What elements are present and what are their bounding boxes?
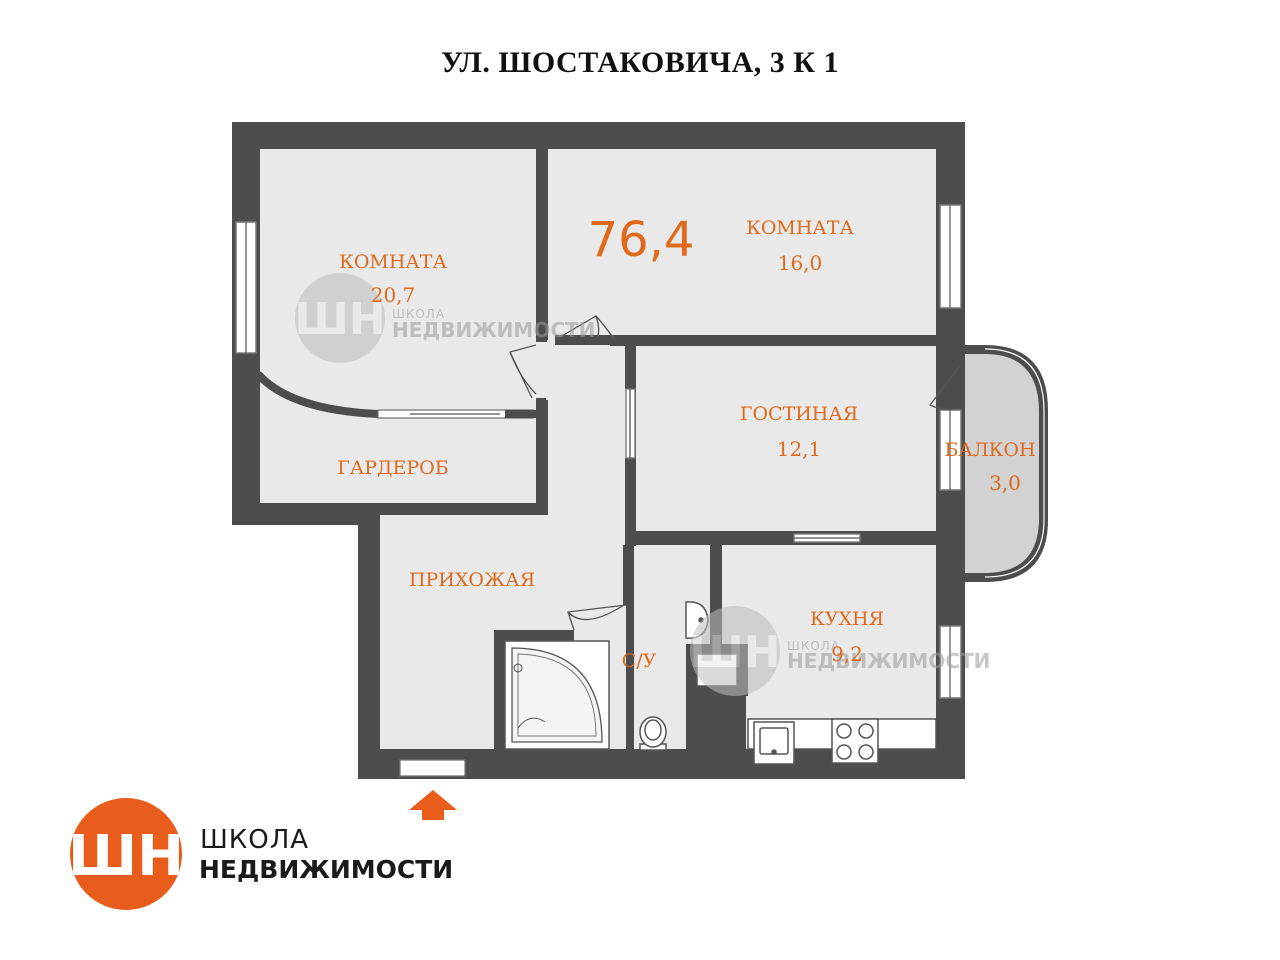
watermark-logo: ШН ШКОЛА НЕДВИЖИМОСТИ: [294, 273, 595, 363]
total-area: 76,4: [588, 212, 695, 268]
room-label: КУХНЯ: [810, 608, 884, 630]
svg-text:ШН: ШН: [294, 294, 385, 345]
svg-text:НЕДВИЖИМОСТИ: НЕДВИЖИМОСТИ: [392, 318, 595, 342]
room-area: 12,1: [777, 437, 822, 461]
svg-text:ШКОЛА: ШКОЛА: [787, 639, 840, 653]
room-area: 16,0: [778, 251, 823, 275]
room-label: С/У: [622, 650, 657, 672]
room-label: ГОСТИНАЯ: [740, 403, 858, 425]
room-labels: КОМНАТА 20,7 76,4 КОМНАТА 16,0 ГОСТИНАЯ …: [337, 212, 1035, 672]
stove-icon: [831, 718, 879, 764]
room-area: 9,2: [831, 642, 863, 666]
brand-logo: ШН ШКОЛА НЕДВИЖИМОСТИ: [68, 798, 453, 910]
windows: [235, 204, 962, 699]
kitchen-sink-icon: [753, 721, 795, 765]
room-label: ГАРДЕРОБ: [337, 457, 448, 479]
room-label: БАЛКОН: [944, 439, 1035, 461]
balcony-area: [965, 345, 1048, 582]
room-area: 3,0: [989, 471, 1021, 495]
room-area: 20,7: [371, 283, 416, 307]
logo-monogram: ШН: [68, 824, 184, 889]
doors: [255, 315, 961, 777]
svg-text:ШКОЛА: ШКОЛА: [392, 307, 445, 321]
corner-bathtub-icon: [504, 640, 610, 750]
svg-text:НЕДВИЖИМОСТИ: НЕДВИЖИМОСТИ: [787, 649, 990, 673]
toilet-icon: [639, 716, 667, 751]
logo-line2: НЕДВИЖИМОСТИ: [199, 855, 453, 884]
entrance-arrow-icon: [409, 790, 457, 820]
address-title: УЛ. ШОСТАКОВИЧА, 3 К 1: [441, 46, 839, 79]
svg-text:ШН: ШН: [689, 627, 780, 678]
room-label: ПРИХОЖАЯ: [409, 569, 535, 591]
logo-line1: ШКОЛА: [200, 825, 309, 855]
room-floors: [260, 149, 936, 749]
room-label: КОМНАТА: [339, 251, 447, 273]
room-label: КОМНАТА: [746, 217, 854, 239]
watermark-logo: ШН ШКОЛА НЕДВИЖИМОСТИ: [689, 606, 990, 696]
